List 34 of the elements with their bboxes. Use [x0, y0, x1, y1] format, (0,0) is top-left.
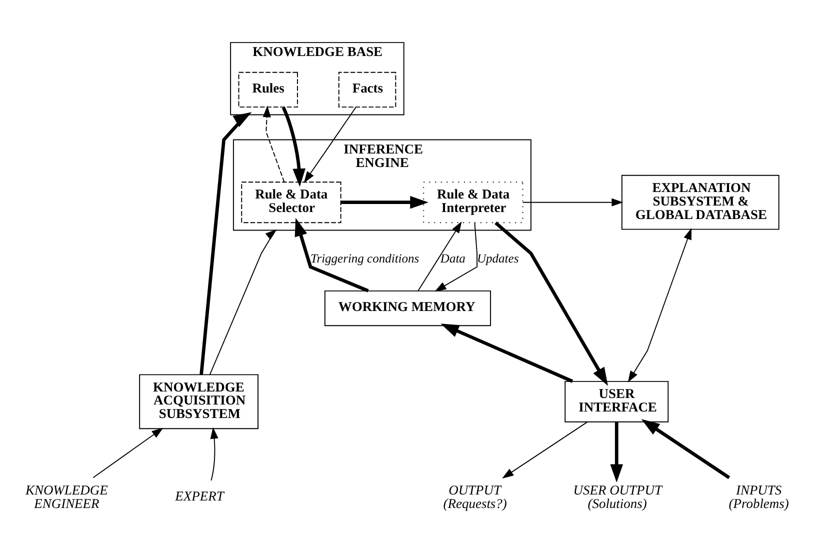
node-box: KNOWLEDGE ACQUISITION SUBSYSTEM: [139, 374, 258, 430]
edge-label: Data: [440, 251, 466, 266]
node-text: EXPERT: [175, 488, 224, 504]
arrow: [304, 107, 356, 184]
arrow: [610, 422, 624, 483]
arrow: [92, 428, 164, 478]
arrow: [502, 421, 588, 478]
node-box: EXPLANATION SUBSYSTEM & GLOBAL DATABASE: [621, 174, 780, 230]
node-box: USER INTERFACE: [564, 380, 669, 422]
arrow: [494, 222, 608, 386]
arrow: [210, 427, 218, 481]
node-box: WORKING MEMORY: [324, 290, 491, 326]
arrow: [522, 198, 624, 206]
arrow: [262, 106, 285, 183]
arrow: [294, 218, 369, 292]
node-text: KNOWLEDGE ENGINEER: [25, 482, 108, 511]
node-box: Rules: [238, 72, 298, 108]
edge-label: Triggering conditions: [310, 251, 420, 266]
arrow: [440, 324, 574, 383]
arrow: [209, 229, 277, 376]
arrow: [641, 419, 730, 480]
arrow: [434, 222, 478, 292]
node-text: USER OUTPUT (Solutions): [573, 482, 662, 511]
arrow: [418, 221, 462, 292]
arrow: [341, 196, 428, 209]
node-box: Rule & Data Interpreter: [423, 182, 524, 224]
node-box: Facts: [338, 72, 396, 108]
arrow: [200, 112, 252, 375]
arrow: [282, 106, 306, 187]
node-text: INPUTS (Problems): [728, 482, 789, 511]
node-text: OUTPUT (Requests?): [443, 482, 507, 511]
node-box: Rule & Data Selector: [241, 182, 342, 224]
arrow: [628, 228, 692, 382]
edge-label: Updates: [477, 251, 519, 266]
